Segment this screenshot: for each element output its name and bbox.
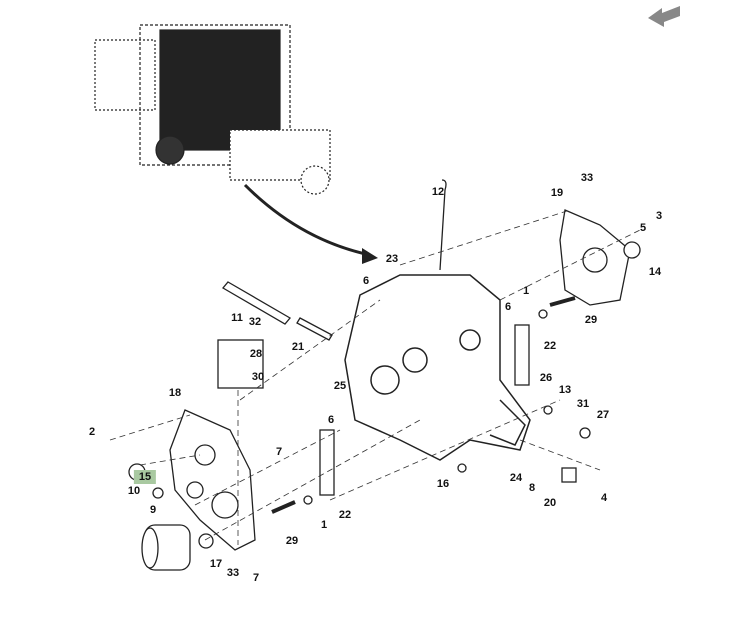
callout-6[interactable]: 6 [362, 275, 370, 287]
callout-5[interactable]: 5 [639, 222, 647, 234]
callout-33[interactable]: 33 [226, 567, 240, 579]
callout-4[interactable]: 4 [600, 492, 608, 504]
callout-25[interactable]: 25 [333, 380, 347, 392]
front-cover [169, 409, 256, 551]
callout-31[interactable]: 31 [576, 398, 590, 410]
callout-11[interactable]: 11 [231, 312, 243, 324]
callout-15-highlighted[interactable]: 15 [133, 470, 157, 484]
callout-7[interactable]: 7 [252, 572, 260, 584]
callout-8[interactable]: 8 [528, 482, 536, 494]
callout-1[interactable]: 1 [522, 285, 530, 297]
callout-2[interactable]: 2 [88, 426, 96, 438]
callout-6[interactable]: 6 [327, 414, 335, 426]
callout-7[interactable]: 7 [275, 446, 283, 458]
callout-33[interactable]: 33 [580, 172, 594, 184]
right-cover [559, 209, 641, 306]
assembly-overview-illustration [94, 24, 331, 195]
callout-20[interactable]: 20 [543, 497, 557, 509]
callout-24[interactable]: 24 [509, 472, 523, 484]
callout-19[interactable]: 19 [550, 187, 564, 199]
oil-filter [141, 524, 214, 571]
callout-26[interactable]: 26 [539, 372, 553, 384]
callout-18[interactable]: 18 [168, 387, 182, 399]
callout-22[interactable]: 22 [338, 509, 352, 521]
callout-12[interactable]: 12 [431, 186, 445, 198]
pointer-arrowhead [362, 248, 378, 264]
back-arrow-icon[interactable] [648, 6, 680, 27]
callout-17[interactable]: 17 [209, 558, 223, 570]
main-housing [344, 274, 531, 461]
callout-16[interactable]: 16 [436, 478, 450, 490]
callout-13[interactable]: 13 [558, 384, 572, 396]
callout-27[interactable]: 27 [596, 409, 610, 421]
callout-10[interactable]: 10 [127, 485, 141, 497]
pointer-arrow [243, 183, 371, 257]
callout-21[interactable]: 21 [291, 341, 305, 353]
callout-32[interactable]: 32 [248, 316, 262, 328]
callout-6[interactable]: 6 [504, 301, 512, 313]
shafts-and-bars [128, 179, 591, 514]
callout-28[interactable]: 28 [249, 348, 263, 360]
callout-30[interactable]: 30 [251, 371, 265, 383]
leader-lines [109, 209, 641, 545]
callout-23[interactable]: 23 [385, 253, 399, 265]
callout-29[interactable]: 29 [584, 314, 598, 326]
callout-1[interactable]: 1 [320, 519, 328, 531]
callout-3[interactable]: 3 [655, 210, 663, 222]
callout-22[interactable]: 22 [543, 340, 557, 352]
callout-29[interactable]: 29 [285, 535, 299, 547]
callout-14[interactable]: 14 [648, 266, 662, 278]
callout-9[interactable]: 9 [149, 504, 157, 516]
